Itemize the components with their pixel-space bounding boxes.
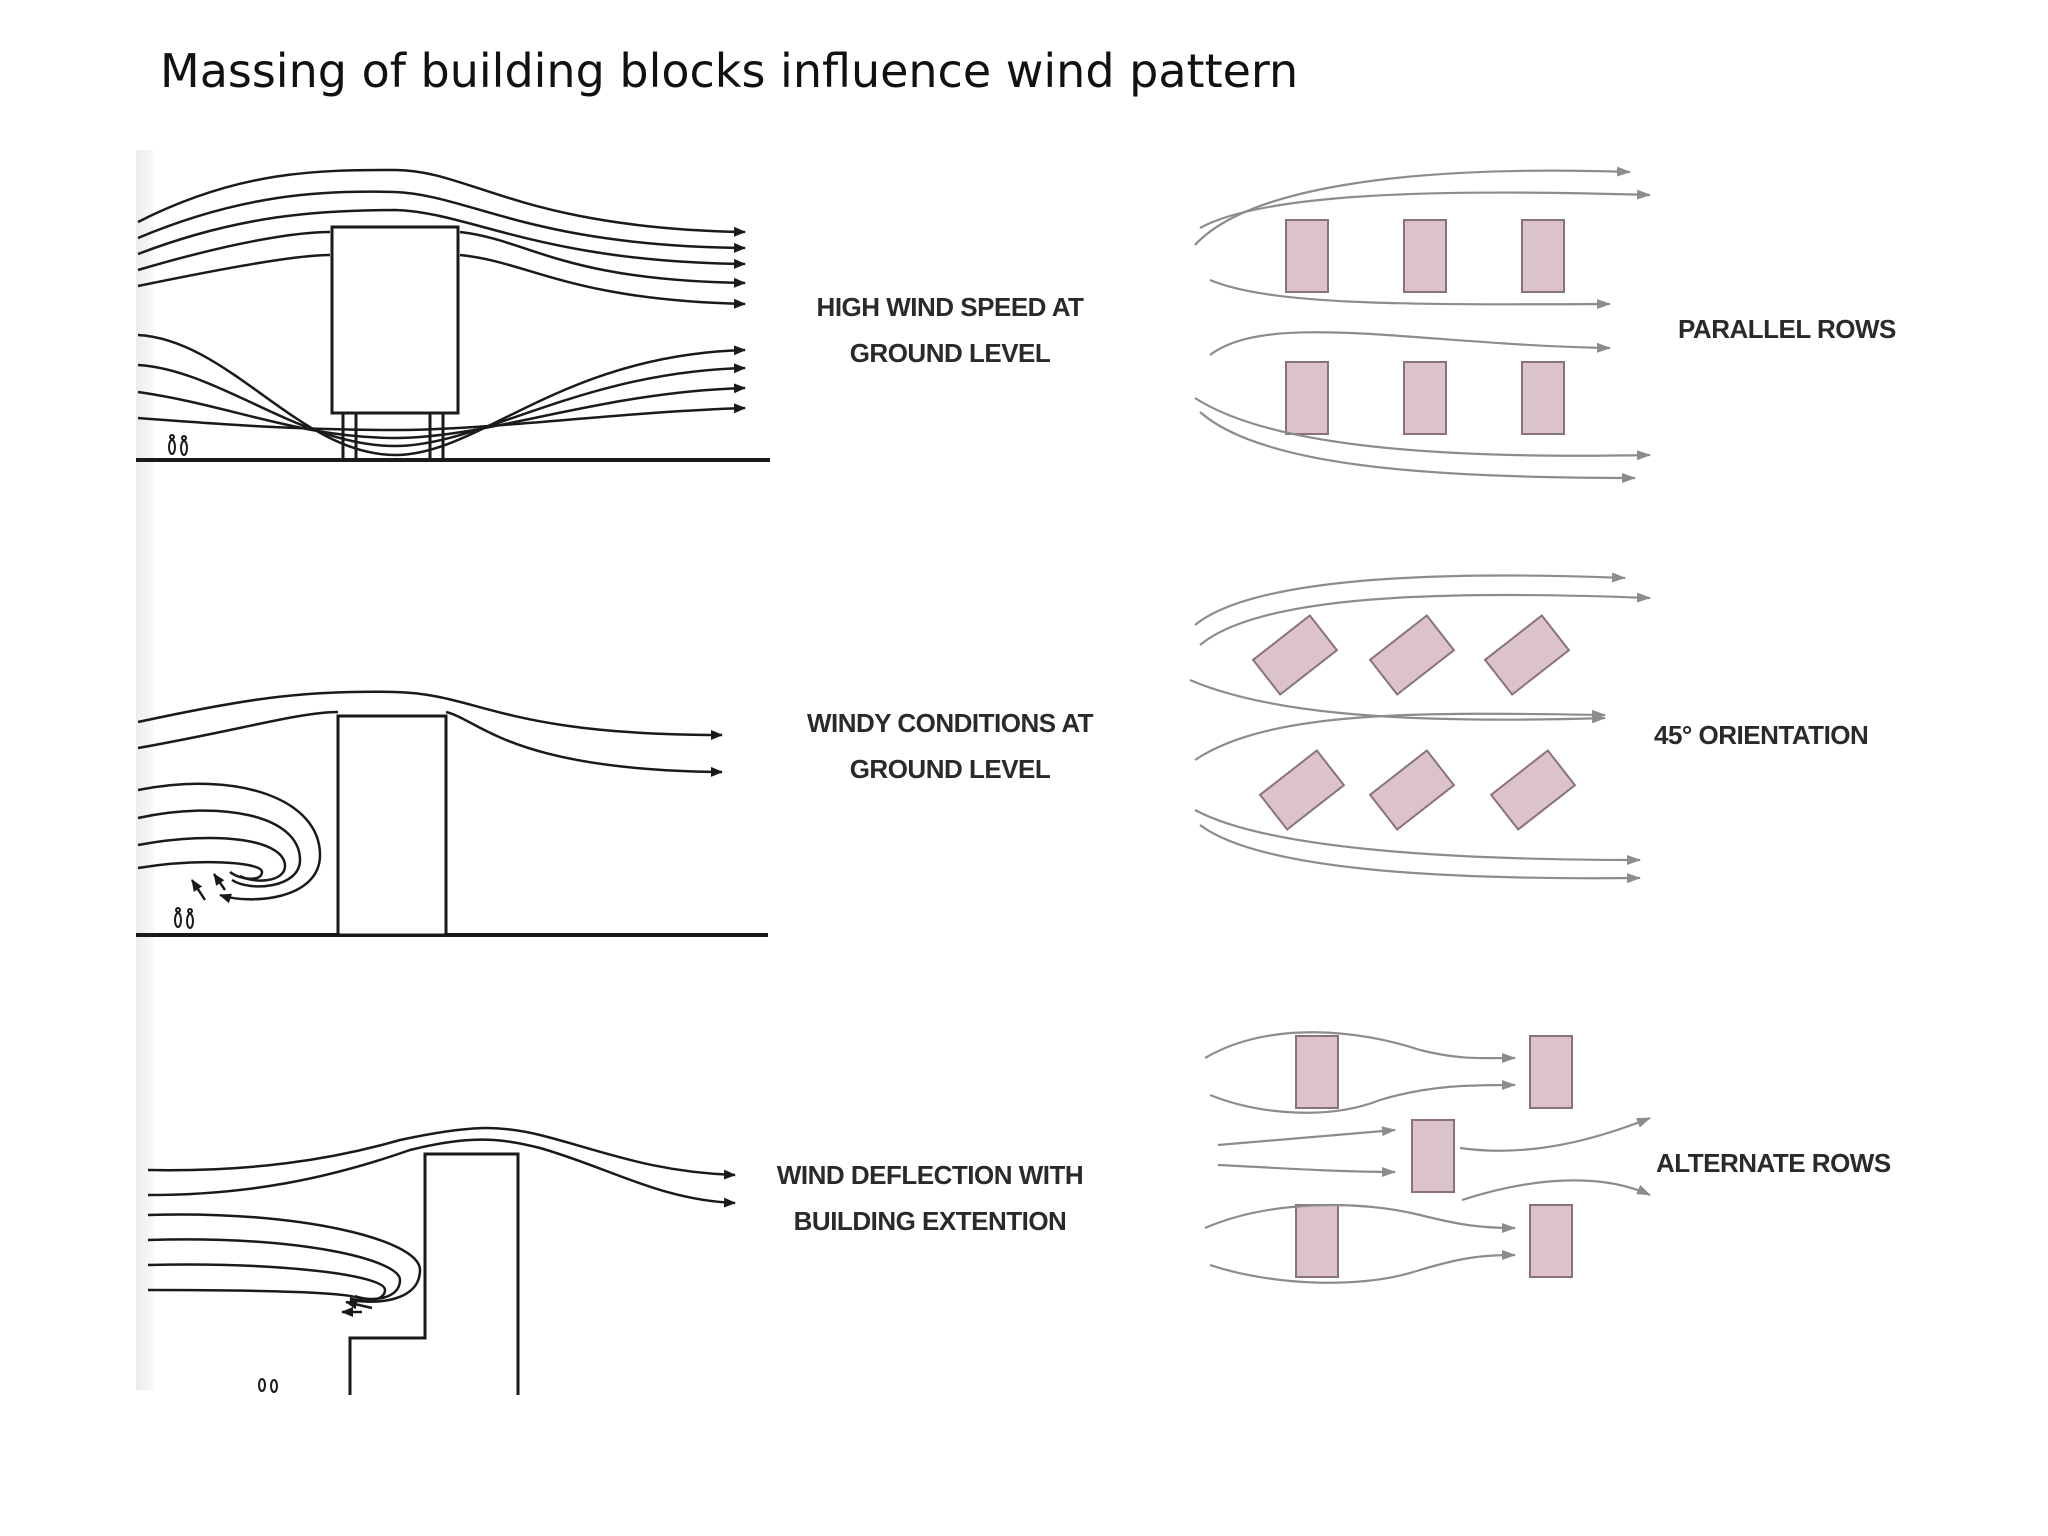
- wind-vortex-lines: [147, 1213, 422, 1317]
- label-line-1: WINDY CONDITIONS AT: [806, 708, 1094, 738]
- wind-flow-lines: [1189, 572, 1651, 884]
- section-diagram-high-wind: [136, 168, 770, 462]
- label-high-wind: HIGH WIND SPEED AT GROUND LEVEL: [770, 284, 1130, 376]
- label-line-2: BUILDING EXTENTION: [793, 1206, 1067, 1236]
- building-blocks: [1251, 614, 1577, 831]
- plan-diagram-parallel-rows: [1194, 166, 1651, 483]
- building-blocks: [1285, 219, 1565, 435]
- people-icon: [174, 907, 194, 929]
- building-block: [336, 714, 448, 937]
- wind-flow-lines-over: [147, 1126, 736, 1208]
- wind-flow-lines-over: [137, 168, 745, 304]
- label-line-1: HIGH WIND SPEED AT: [816, 292, 1084, 322]
- people-icon: [168, 434, 188, 456]
- plan-diagram-45-orientation: [1189, 572, 1651, 884]
- building-profile: [348, 1152, 520, 1395]
- wind-flow-lines-under: [137, 333, 746, 457]
- label-wind-deflection: WIND DEFLECTION WITH BUILDING EXTENTION: [740, 1152, 1120, 1244]
- label-line-1: WIND DEFLECTION WITH: [776, 1160, 1084, 1190]
- label-windy-conditions: WINDY CONDITIONS AT GROUND LEVEL: [770, 700, 1130, 792]
- building-block: [330, 225, 460, 415]
- wind-vortex-lines: [137, 782, 322, 904]
- label-alternate-rows: ALTERNATE ROWS: [1656, 1148, 1891, 1178]
- section-diagram-windy-conditions: [136, 690, 768, 937]
- wind-flow-lines-over: [137, 690, 722, 772]
- wind-flow-lines: [1204, 1031, 1651, 1284]
- section-diagram-wind-deflection: [147, 1126, 736, 1395]
- label-line-2: GROUND LEVEL: [849, 754, 1051, 784]
- label-line-2: GROUND LEVEL: [849, 338, 1051, 368]
- wind-flow-lines: [1194, 166, 1651, 483]
- label-45-orientation: 45° ORIENTATION: [1654, 720, 1869, 750]
- slide-title: Massing of building blocks influence win…: [160, 44, 1299, 98]
- building-blocks: [1295, 1035, 1573, 1278]
- plan-diagram-alternate-rows: [1204, 1031, 1651, 1284]
- people-icon: [258, 1378, 278, 1393]
- label-parallel-rows: PARALLEL ROWS: [1678, 314, 1896, 344]
